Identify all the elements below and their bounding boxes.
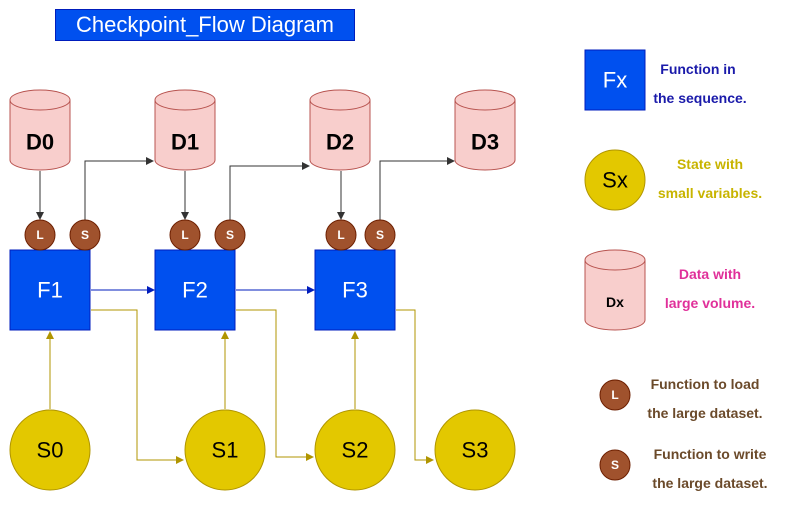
save-node-2-circle [214, 219, 246, 251]
f3-to-s3-arrow [396, 309, 434, 464]
datasets-group: D0 D1 D2 D3 [9, 89, 516, 171]
legend-state-symbol-label: Sx [602, 168, 628, 193]
save-node-1-label: S [81, 228, 89, 242]
s1-to-d1-arrow [84, 157, 154, 220]
s3-to-d3-arrow [379, 157, 455, 220]
legend-function-text-2: the sequence. [653, 90, 747, 106]
dataset-d3: D3 [454, 89, 516, 171]
legend-data-text-1: Data with [678, 266, 742, 282]
state-s2-circle [314, 409, 396, 491]
state-s0-circle [9, 409, 91, 491]
legend-load-symbol-circle [599, 379, 631, 411]
legend-load-text-2: the large dataset. [647, 405, 763, 421]
function-f1: F1 [9, 249, 91, 331]
state-s3-label: S3 [462, 438, 489, 463]
legend-function-symbol: Fx [584, 49, 646, 111]
function-f2-box [154, 249, 236, 331]
state-s1: S1 [184, 409, 266, 491]
dataset-d1-label: D1 [171, 130, 199, 155]
legend-function-symbol-box [584, 49, 646, 111]
dataset-d0-body [9, 89, 71, 171]
function-f2: F2 [154, 249, 236, 331]
function-f3-label: F3 [342, 278, 368, 303]
load-node-1-label: L [36, 228, 43, 242]
dataset-d0-label: D0 [26, 130, 54, 155]
functions-group: F1 F2 F3 [9, 249, 396, 331]
legend-data-symbol: Dx [584, 249, 646, 331]
load-node-2-label: L [181, 228, 188, 242]
legend-state-symbol: Sx [584, 149, 646, 211]
state-s0-label: S0 [37, 438, 64, 463]
dataset-d1-body [154, 89, 216, 171]
state-s3-circle [434, 409, 516, 491]
load-node-3: L [325, 219, 357, 251]
function-f2-label: F2 [182, 278, 208, 303]
save-node-2-label: S [226, 228, 234, 242]
legend-data-symbol-body [584, 249, 646, 331]
state-s2-label: S2 [342, 438, 369, 463]
function-f3-box [314, 249, 396, 331]
dataset-d1: D1 [154, 89, 216, 171]
save-node-1-circle [69, 219, 101, 251]
legend-save-symbol-label: S [611, 458, 619, 472]
legend-save-text-2: the large dataset. [652, 475, 768, 491]
legend-data-symbol-label: Dx [606, 294, 624, 310]
legend-function-text-1: Function in [660, 61, 736, 77]
dataset-d3-rim [454, 99, 516, 111]
dataset-d2-label: D2 [326, 130, 354, 155]
load-node-2-circle [169, 219, 201, 251]
dataset-d2-body [309, 89, 371, 171]
function-f1-label: F1 [37, 278, 63, 303]
legend-load-text-1: Function to load [650, 376, 760, 392]
dataset-d0-rim [9, 99, 71, 111]
load-node-1-circle [24, 219, 56, 251]
load-node-1: L [24, 219, 56, 251]
dataset-d2-rim [309, 99, 371, 111]
dataset-d2: D2 [309, 89, 371, 171]
states-group: S0 S1 S2 S3 [9, 409, 516, 491]
load-node-3-circle [325, 219, 357, 251]
state-s0: S0 [9, 409, 91, 491]
dataset-d3-label: D3 [471, 130, 499, 155]
legend-state-text-1: State with [676, 156, 744, 172]
legend-data-text-2: large volume. [664, 295, 756, 311]
function-f3: F3 [314, 249, 396, 331]
legend-state-text-2: small variables. [657, 185, 763, 201]
legend-data-symbol-rim [584, 259, 646, 271]
function-f1-box [9, 249, 91, 331]
state-s1-label: S1 [212, 438, 239, 463]
dataset-d0: D0 [9, 89, 71, 171]
legend-state-symbol-circle [584, 149, 646, 211]
legend-save-text-1: Function to write [653, 446, 767, 462]
legend-load-symbol-label: L [611, 388, 618, 402]
legend-function-symbol-label: Fx [603, 68, 627, 93]
save-node-2: S [214, 219, 246, 251]
s2-to-d2-arrow [229, 162, 310, 220]
f2-to-s2-arrow [236, 309, 314, 461]
save-node-3-label: S [376, 228, 384, 242]
connectors [36, 157, 455, 464]
dataset-d3-body [454, 89, 516, 171]
save-node-1: S [69, 219, 101, 251]
dataset-d1-rim [154, 99, 216, 111]
load-node-3-label: L [337, 228, 344, 242]
legend-save-symbol-circle [599, 449, 631, 481]
state-s3: S3 [434, 409, 516, 491]
state-s1-circle [184, 409, 266, 491]
load-node-2: L [169, 219, 201, 251]
legend-load-symbol: L [599, 379, 631, 411]
state-s2: S2 [314, 409, 396, 491]
f1-to-s1-arrow [91, 309, 184, 464]
save-node-3-circle [364, 219, 396, 251]
diagram-title: Checkpoint_Flow Diagram [55, 9, 355, 41]
legend-save-symbol: S [599, 449, 631, 481]
save-node-3: S [364, 219, 396, 251]
